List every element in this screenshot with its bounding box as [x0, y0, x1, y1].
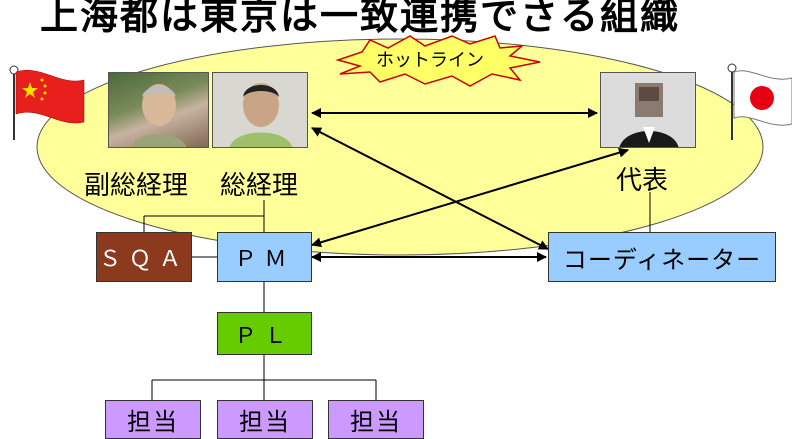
communication-arrows — [311, 108, 629, 262]
rep-photo — [600, 72, 696, 148]
coordinator-box: コーディネーター — [548, 232, 776, 282]
hotline-label: ホットライン — [376, 50, 484, 71]
vice-gm-photo — [108, 72, 209, 148]
connector-lines — [143, 192, 651, 400]
staff-box: 担当 — [217, 400, 313, 439]
gm-photo — [212, 72, 308, 148]
staff-box: 担当 — [105, 400, 201, 439]
hotline-burst — [335, 35, 541, 87]
page-title: 上海都は東京は一致連携でさる組織 — [40, 0, 681, 38]
japan-flag-icon — [727, 63, 792, 140]
staff-box: 担当 — [328, 400, 424, 439]
pl-box: ＰＬ — [217, 312, 312, 355]
vice-gm-label: 副総経理 — [84, 171, 189, 201]
sqa-box: ＳＱＡ — [96, 232, 192, 282]
gm-label: 総経理 — [220, 171, 299, 201]
rep-label: 代表 — [616, 166, 669, 196]
pm-box: ＰＭ — [217, 232, 312, 282]
china-flag-icon — [9, 65, 85, 140]
